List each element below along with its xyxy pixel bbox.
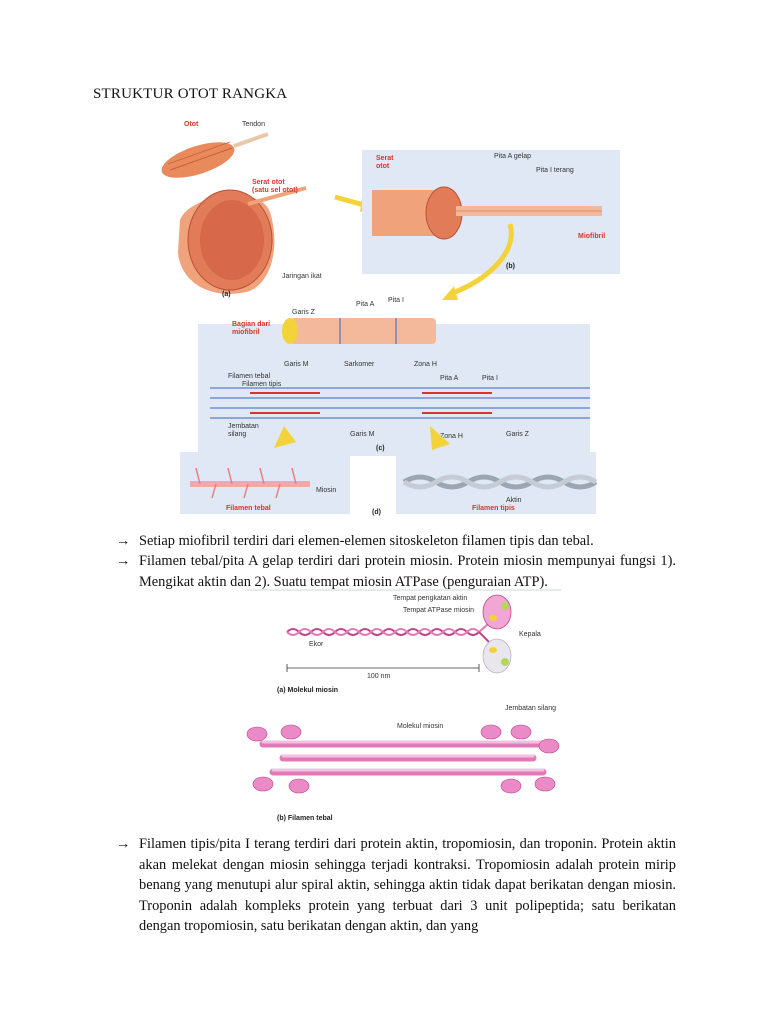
- label-ekor: Ekor: [309, 641, 324, 648]
- thick-filament: Molekul miosin Jembatan silang (b) Filam…: [246, 705, 560, 822]
- label-aktin: Aktin: [506, 497, 522, 504]
- label-jembatan: Jembatan: [228, 423, 259, 430]
- caption-myosin-b: (b) Filamen tebal: [277, 815, 333, 822]
- label-scale: 100 nm: [367, 673, 391, 680]
- caption-c: (c): [376, 445, 385, 452]
- myosin-illustration: Tempat pengkatan aktin Tempat ATPase mio…: [246, 589, 561, 822]
- bullet-text: Filamen tebal/pita A gelap terdiri dari …: [139, 553, 676, 590]
- label-molekul-miosin: Molekul miosin: [397, 723, 443, 730]
- panel-a: Otot Tendon Serat otot (satu sel otot) J…: [161, 121, 376, 298]
- muscle-structure-figure: Otot Tendon Serat otot (satu sel otot) J…: [150, 112, 622, 522]
- label-serat-otot: Serat otot: [252, 179, 285, 186]
- label-garis-m: Garis M: [284, 361, 309, 368]
- label-pita-a: Pita A: [356, 301, 375, 308]
- label-pita-i-2: Pita I: [482, 375, 498, 382]
- caption-myosin-a: (a) Molekul miosin: [277, 687, 338, 694]
- label-otot: Otot: [184, 121, 199, 128]
- label-garis-z-2: Garis Z: [506, 431, 530, 438]
- panel-c: Bagian dari miofibril Garis Z Pita A Pit…: [198, 297, 590, 456]
- label-garis-m-2: Garis M: [350, 431, 375, 438]
- label-zona-h: Zona H: [414, 361, 437, 368]
- label-jaringan-ikat: Jaringan ikat: [282, 273, 322, 280]
- label-zona-h-2: Zona H: [440, 433, 463, 440]
- bullet-arrow: →: [116, 553, 131, 569]
- label-garis-z: Garis Z: [292, 309, 316, 316]
- label-miofibril: Miofibril: [578, 233, 605, 240]
- label-jembatan-silang: Jembatan silang: [505, 705, 556, 712]
- label-pita-a-2: Pita A: [440, 375, 459, 382]
- caption-d: (d): [372, 509, 381, 516]
- muscle-structure-illustration: Otot Tendon Serat otot (satu sel otot) J…: [161, 121, 620, 516]
- bullet-arrow: →: [116, 533, 131, 549]
- label-serat-b: Serat: [376, 155, 394, 162]
- caption-b: (b): [506, 263, 515, 270]
- label-tendon: Tendon: [242, 121, 265, 128]
- label-filamen-tipis: Filamen tipis: [242, 381, 282, 388]
- label-miosin: Miosin: [316, 487, 336, 494]
- label-bagian-dari: Bagian dari: [232, 321, 270, 328]
- bullet-text: Setiap miofibril terdiri dari elemen-ele…: [139, 533, 594, 549]
- myosin-figure: Tempat pengkatan aktin Tempat ATPase mio…: [243, 588, 565, 826]
- label-pita-i: Pita I: [388, 297, 404, 304]
- label-miofibril-c: miofibril: [232, 329, 260, 336]
- panel-b: Serat otot Pita A gelap Pita I terang Mi…: [362, 150, 620, 300]
- label-tempat-pengikatan-aktin: Tempat pengkatan aktin: [393, 595, 467, 602]
- label-filamen-tipis-d: Filamen tipis: [472, 505, 515, 512]
- bullet-arrow: →: [116, 836, 131, 852]
- bullet-text: Filamen tipis/pita I terang terdiri dari…: [139, 836, 676, 935]
- label-tempat-atpase: Tempat ATPase miosin: [403, 607, 474, 614]
- panel-d: Miosin Aktin Filamen tebal Filamen tipis…: [180, 452, 598, 516]
- caption-a: (a): [222, 291, 231, 298]
- myosin-molecule: Tempat pengkatan aktin Tempat ATPase mio…: [277, 594, 541, 694]
- label-pita-i-terang: Pita I terang: [536, 167, 574, 174]
- page-title: STRUKTUR OTOT RANGKA: [93, 86, 288, 102]
- label-sarkomer: Sarkomer: [344, 361, 375, 368]
- bullet-item: → Filamen tipis/pita I terang terdiri da…: [116, 834, 676, 937]
- label-otot-b: otot: [376, 163, 390, 170]
- bullet-item: → Filamen tebal/pita A gelap terdiri dar…: [116, 551, 676, 592]
- label-silang: silang: [228, 431, 246, 438]
- label-satu-sel-otot: (satu sel otot): [252, 187, 298, 194]
- label-filamen-tebal: Filamen tebal: [228, 373, 270, 380]
- label-kepala: Kepala: [519, 631, 541, 638]
- label-pita-a-gelap: Pita A gelap: [494, 153, 531, 160]
- bullet-item: → Setiap miofibril terdiri dari elemen-e…: [116, 531, 676, 552]
- label-filamen-tebal-d: Filamen tebal: [226, 505, 271, 512]
